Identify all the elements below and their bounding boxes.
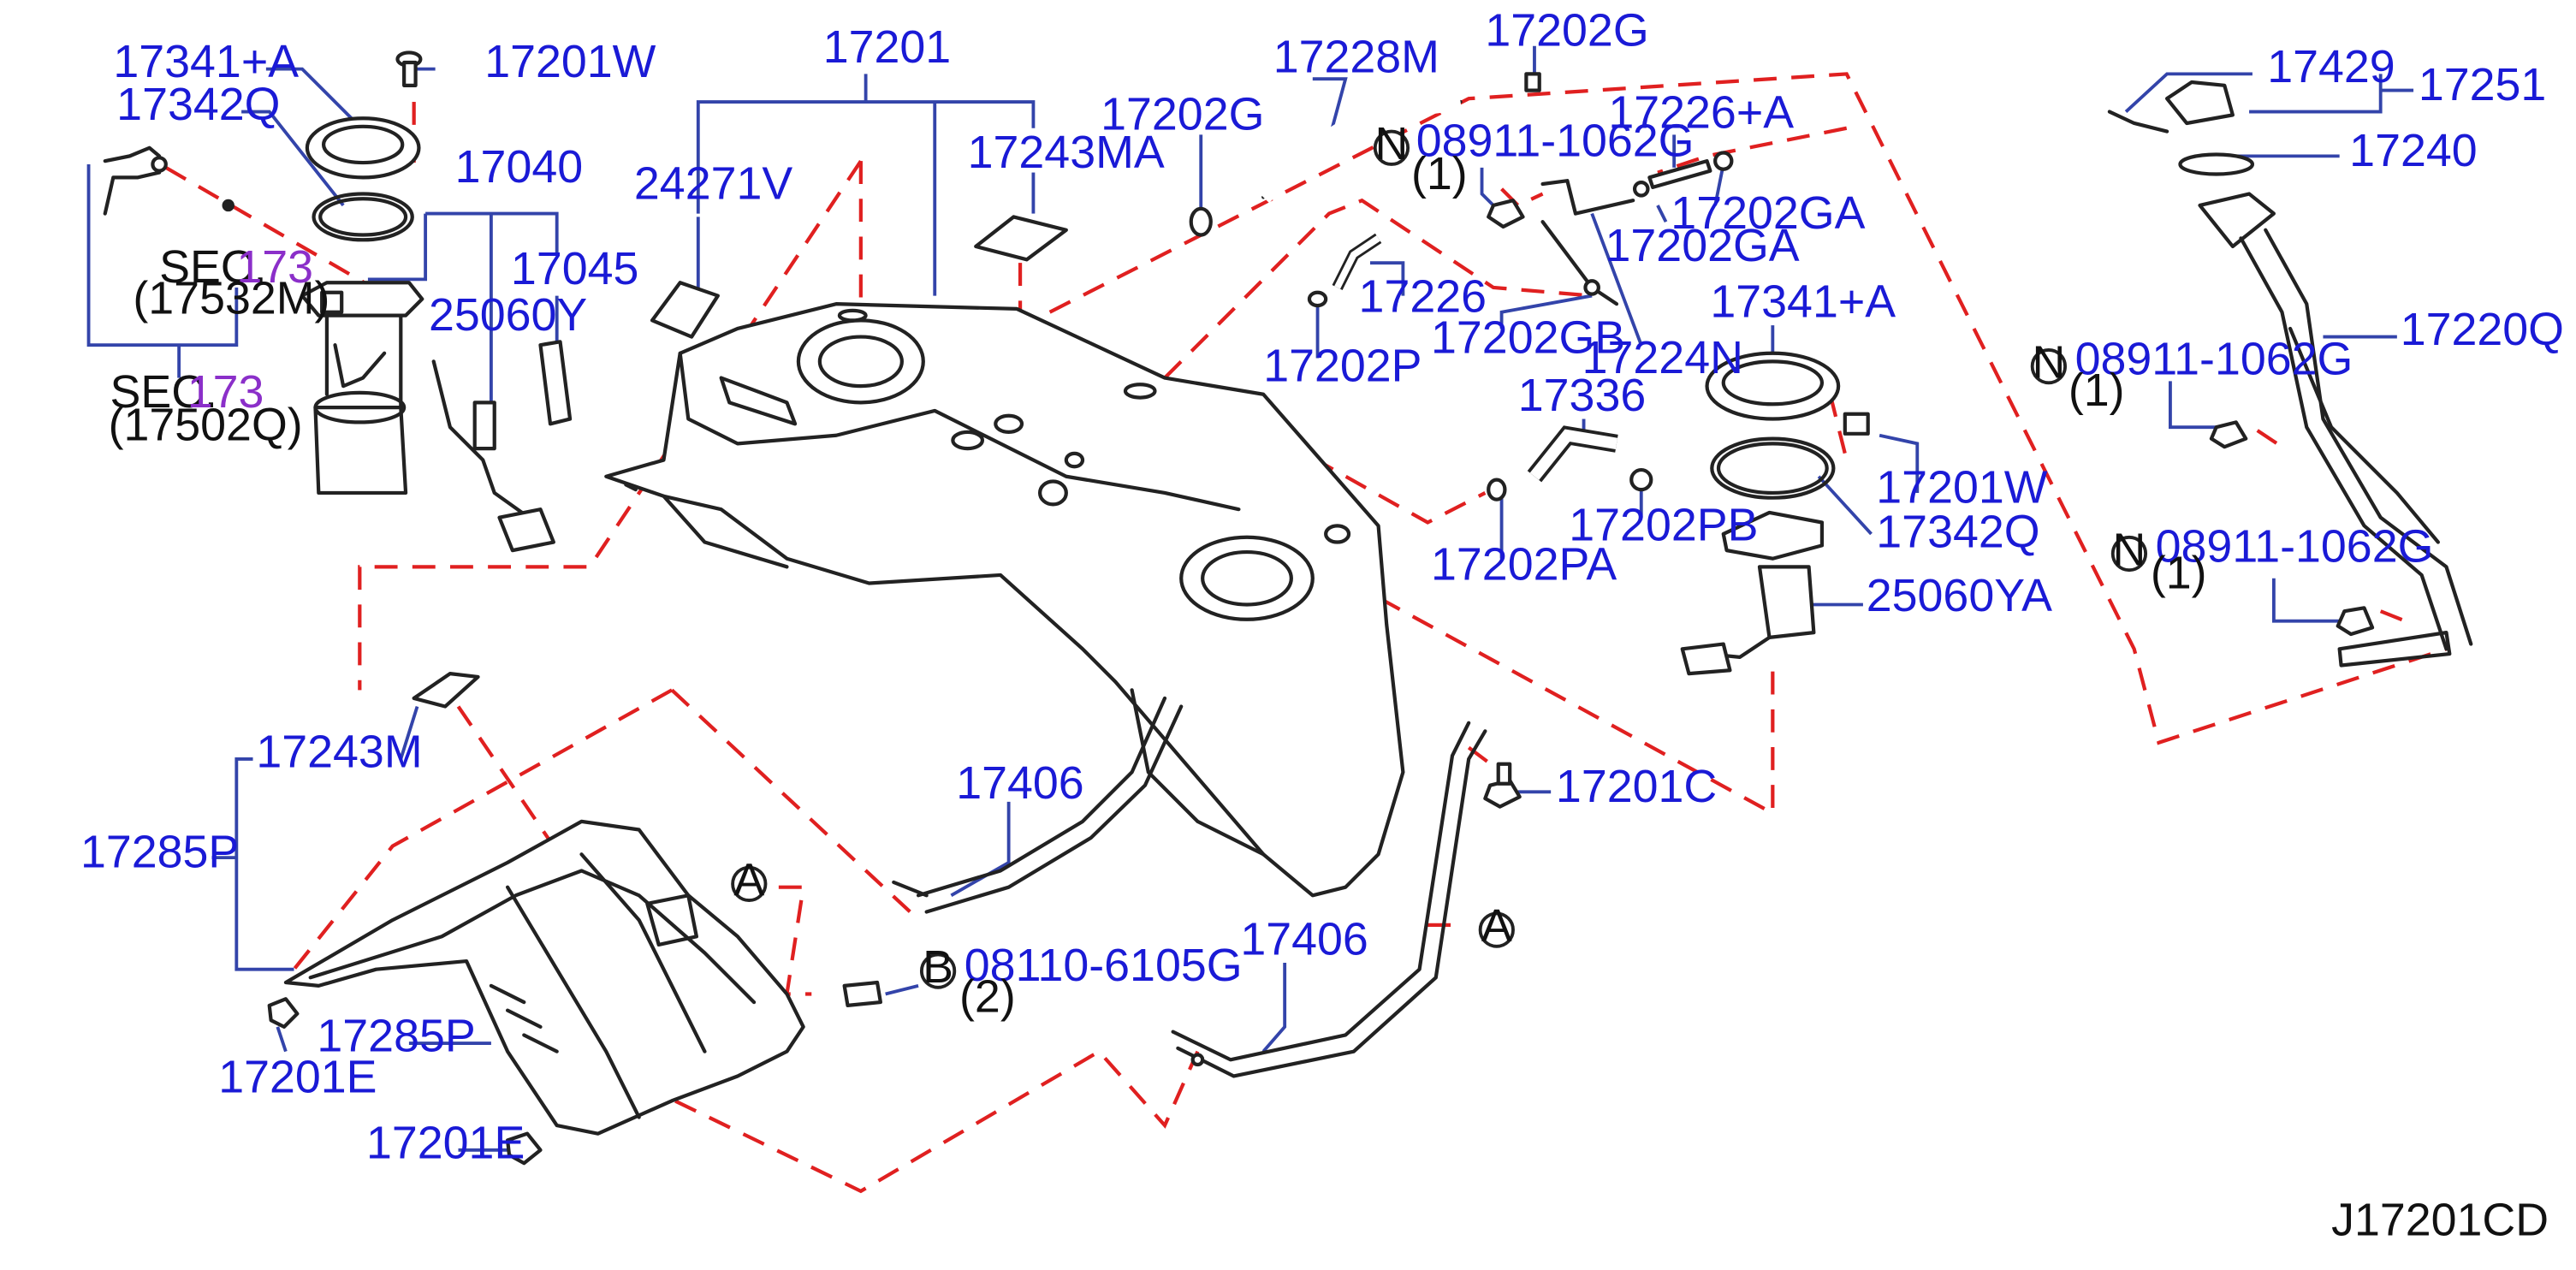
svg-text:N: N	[2113, 524, 2146, 575]
label-17336: 17336	[1518, 370, 1646, 421]
nut-17201e-1	[267, 997, 300, 1029]
label-17202gb: 17202GB	[1431, 312, 1625, 364]
insulator-pad-17243ma	[974, 215, 1068, 262]
label-17226: 17226	[1359, 271, 1487, 323]
label-08110-6105g: 08110-6105G	[965, 940, 1243, 991]
part-labels: 17201 17341+A 17201W 17342Q 17040 17045 …	[80, 5, 2564, 1246]
qty-2: (2)	[959, 971, 1016, 1023]
fuel-tank	[604, 302, 1405, 898]
heat-shield-17285p	[283, 819, 805, 1136]
label-17224n: 17224N	[1582, 332, 1743, 383]
bolt-08110-6105g	[842, 980, 883, 1008]
hose-17226	[1307, 233, 1382, 308]
label-17201w-top: 17201W	[484, 36, 656, 87]
label-17201w-right: 17201W	[1876, 461, 2047, 513]
bolt-17201c	[1483, 762, 1522, 809]
insulator-pad-17243m	[412, 672, 480, 709]
sec-173-bracket	[103, 145, 234, 216]
alignment-lines	[164, 72, 2448, 1194]
label-17406-1: 17406	[956, 757, 1083, 809]
tank-strap-17406-left	[892, 696, 1184, 914]
svg-text:N: N	[2032, 337, 2065, 389]
circle-a-lower: A	[1478, 900, 1515, 952]
label-17342q-left: 17342Q	[116, 79, 280, 130]
bolt-17201w-top	[395, 50, 423, 87]
sec-ref-17532m: (17532M)	[133, 273, 329, 324]
hose-17228m	[1189, 72, 1541, 237]
circle-n-top: N	[1373, 118, 1410, 169]
leader-lines	[86, 45, 2414, 1152]
sec-ref-17502q: (17502Q)	[109, 400, 303, 451]
label-17202ga-2: 17202GA	[1606, 220, 1800, 271]
circle-n-mid: N	[2030, 337, 2067, 389]
label-17040: 17040	[455, 141, 583, 193]
label-17202ga-1: 17202GA	[1671, 187, 1865, 239]
label-17201e-2: 17201E	[366, 1117, 525, 1168]
circle-a-upper: A	[731, 854, 768, 905]
tank-strap-17406-right	[1171, 721, 1487, 1078]
qty-1-mid: (1)	[2069, 365, 2125, 416]
label-17202p: 17202P	[1263, 340, 1422, 391]
fuel-pump-assembly-right	[1680, 351, 1870, 676]
filler-neck-17220q	[2107, 80, 2473, 668]
insulator-pad-24271v	[650, 281, 720, 339]
bracket-17224n	[1487, 151, 1734, 306]
label-25060y: 25060Y	[429, 289, 587, 341]
label-25060ya: 25060YA	[1867, 570, 2052, 621]
svg-text:A: A	[1481, 900, 1512, 952]
label-17243ma: 17243MA	[968, 127, 1165, 178]
svg-text:A: A	[733, 854, 764, 905]
label-17202pb: 17202PB	[1569, 500, 1758, 551]
label-17429: 17429	[2267, 41, 2395, 92]
sec-label-1: SEC.	[159, 241, 266, 293]
nut-17201e-2	[505, 1131, 543, 1166]
label-17342q-right: 17342Q	[1876, 506, 2039, 557]
label-17251: 17251	[2419, 59, 2546, 110]
label-24271v: 24271V	[634, 157, 792, 209]
label-17045: 17045	[511, 243, 638, 294]
label-17228m: 17228M	[1273, 31, 1439, 82]
sec-number-1: 173	[236, 241, 313, 293]
label-17285p-left: 17285P	[80, 827, 239, 878]
sec-number-2: 173	[187, 366, 264, 418]
qty-1-low: (1)	[2151, 547, 2207, 598]
label-17285p-mid: 17285P	[317, 1011, 475, 1062]
label-17201: 17201	[823, 21, 951, 73]
fuel-pump-assembly-left	[300, 116, 573, 553]
label-17341a-right: 17341+A	[1710, 276, 1896, 328]
label-17202g-left: 17202G	[1101, 89, 1264, 140]
sec-label-2: SEC.	[110, 366, 217, 418]
svg-text:N: N	[1375, 118, 1409, 169]
label-17201e-1: 17201E	[218, 1052, 377, 1103]
circle-n-low: N	[2110, 524, 2148, 575]
label-08911-1062g-low: 08911-1062G	[2156, 521, 2434, 573]
diagram-code: J17201CD	[2331, 1195, 2549, 1246]
label-17341a-left: 17341+A	[113, 36, 299, 87]
label-17406-2: 17406	[1240, 913, 1368, 964]
label-17243m: 17243M	[256, 727, 422, 778]
label-17201c: 17201C	[1556, 761, 1717, 812]
label-17240: 17240	[2349, 125, 2477, 176]
svg-text:B: B	[923, 941, 953, 993]
label-17202pa: 17202PA	[1431, 539, 1617, 590]
label-17226a: 17226+A	[1608, 87, 1794, 139]
label-17202g-top: 17202G	[1485, 5, 1648, 56]
qty-1-top: (1)	[1411, 148, 1468, 199]
label-17220q: 17220Q	[2401, 304, 2564, 355]
label-08911-1062g-mid: 08911-1062G	[2075, 334, 2353, 385]
circle-b: B	[919, 941, 957, 993]
label-08911-1062g-top: 08911-1062G	[1416, 115, 1695, 166]
hose-17336	[1487, 425, 1653, 501]
